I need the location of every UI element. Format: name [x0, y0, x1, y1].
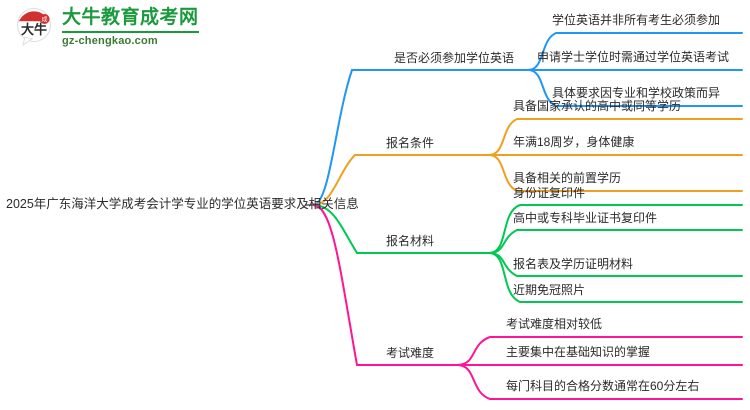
leaf-label-3-3[interactable]: 报名表及学历证明材料	[513, 257, 634, 271]
leaf-label-1-2[interactable]: 申请学士学位时需通过学位英语考试	[537, 50, 730, 64]
branch-label-4[interactable]: 考试难度	[386, 346, 435, 360]
leaf-connector-4-3	[456, 364, 743, 400]
site-logo: 成 大牛 大牛教育成考网 gz-chengkao.com	[14, 6, 199, 48]
leaf-connector-1-3	[527, 69, 743, 107]
leaf-label-4-2[interactable]: 主要集中在基础知识的掌握	[506, 345, 651, 359]
logo-badge-text: 成	[41, 16, 47, 24]
root-node-label[interactable]: 2025年广东海洋大学成考会计学专业的学位英语要求及相关信息	[6, 197, 359, 211]
leaf-connector-3-2	[488, 229, 743, 254]
branch-connector-4	[312, 204, 358, 366]
leaf-connector-1-1	[527, 32, 743, 71]
branch-label-3[interactable]: 报名材料	[386, 234, 435, 248]
branch-label-2[interactable]: 报名条件	[386, 136, 435, 150]
logo-text-wrap: 大牛教育成考网 gz-chengkao.com	[62, 8, 199, 47]
leaf-label-3-4[interactable]: 近期免冠照片	[513, 283, 586, 297]
leaf-label-2-1[interactable]: 具备国家承认的高中或同等学历	[513, 99, 682, 113]
branch-connector-1	[312, 69, 353, 206]
leaf-label-1-3[interactable]: 具体要求因专业和学校政策而异	[552, 86, 721, 100]
leaf-label-4-1[interactable]: 考试难度相对较低	[506, 317, 603, 331]
leaf-connector-2-3	[488, 154, 743, 192]
leaf-label-3-1[interactable]: 身份证复印件	[513, 186, 586, 200]
logo-domain: gz-chengkao.com	[62, 30, 199, 47]
leaf-label-4-3[interactable]: 每门科目的合格分数通常在60分左右	[506, 379, 700, 393]
logo-title: 大牛教育成考网	[62, 6, 199, 28]
branch-connector-2	[312, 154, 356, 206]
leaf-label-2-3[interactable]: 具备相关的前置学历	[513, 171, 622, 185]
leaf-label-1-1[interactable]: 学位英语并非所有考生必须参加	[552, 13, 721, 27]
leaf-label-3-2[interactable]: 高中或专科毕业证书复印件	[513, 211, 658, 225]
branch-label-1[interactable]: 是否必须参加学位英语	[394, 51, 515, 65]
leaf-connector-3-4	[488, 252, 743, 303]
daniu-bull-speech-bubble-logo: 成 大牛	[14, 6, 56, 48]
logo-mark-text: 大牛	[21, 22, 47, 37]
leaf-connector-2-1	[488, 118, 743, 156]
logo-mark-svg: 成 大牛	[17, 8, 51, 47]
leaf-label-2-2[interactable]: 年满18周岁，身体健康	[513, 135, 635, 149]
